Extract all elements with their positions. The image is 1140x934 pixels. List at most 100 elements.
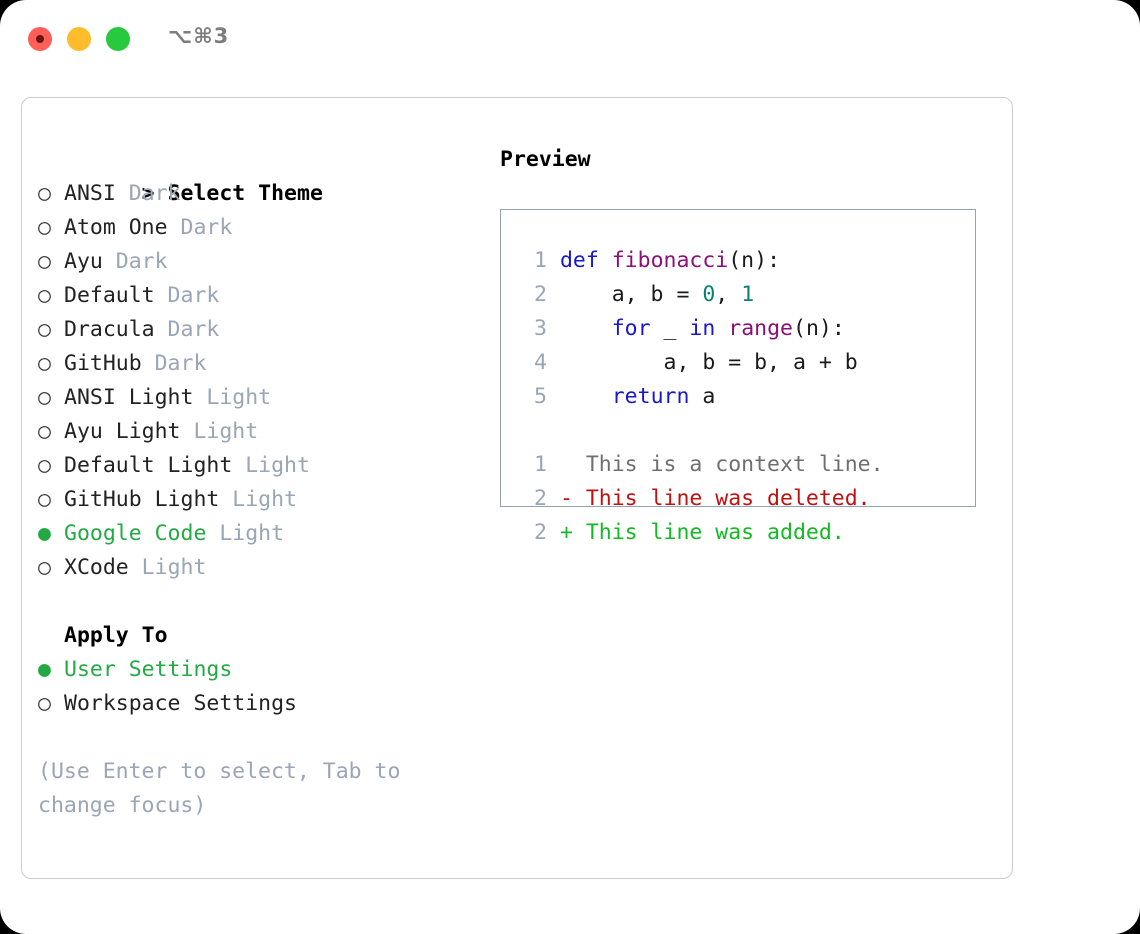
minimize-button[interactable] [67, 27, 91, 51]
theme-option-row[interactable]: ○ ANSI Dark [38, 177, 488, 211]
line-number-gap [547, 384, 560, 409]
apply-to-options-list: ● User Settings ○ Workspace Settings [38, 653, 488, 721]
theme-option-row[interactable]: ○ Atom One Dark [38, 211, 488, 245]
title-bar: ⌥⌘3 [0, 0, 1140, 78]
code-line: 2 a, b = 0, 1 [519, 278, 975, 312]
theme-option-kind: Dark [154, 283, 220, 308]
code-token: 0 [702, 282, 716, 307]
code-token: a [689, 384, 716, 409]
theme-option-kind: Dark [154, 317, 220, 342]
line-number-gap [547, 316, 560, 341]
radio-unselected-icon: ○ [38, 691, 51, 716]
code-token: (n): [728, 248, 781, 273]
theme-option-kind: Light [128, 555, 207, 580]
code-token: 1 [741, 282, 755, 307]
code-token: a, b = b, a + b [559, 350, 858, 375]
theme-option-kind: Light [180, 419, 259, 444]
apply-to-option-row[interactable]: ● User Settings [38, 653, 488, 687]
theme-picker-panel: >Select Theme ○ANSI Dark○Atom One Dark○A… [21, 97, 1013, 879]
diff-sample: 1 This is a context line.2 - This line w… [519, 448, 975, 550]
line-number: 5 [534, 384, 547, 409]
keyboard-shortcut-label: ⌥⌘3 [168, 24, 230, 48]
keyboard-hint-text: (Use Enter to select, Tab to change focu… [38, 759, 401, 818]
apply-to-option-row[interactable]: ○ Workspace Settings [38, 687, 488, 721]
radio-unselected-icon: ○ [38, 385, 51, 410]
code-line: 5 return a [519, 380, 975, 414]
theme-option-kind: Light [193, 385, 272, 410]
theme-option-row[interactable]: ○ Default Dark [38, 279, 488, 313]
theme-option-kind: Dark [115, 181, 181, 206]
code-line: 1 def fibonacci(n): [519, 244, 975, 278]
radio-unselected-icon: ○ [38, 249, 51, 274]
theme-option-row[interactable]: ●Google Code Light [38, 517, 488, 551]
line-number: 4 [534, 350, 547, 375]
radio-unselected-icon: ○ [38, 283, 51, 308]
theme-list-title: Select Theme [167, 181, 323, 206]
radio-unselected-icon: ○ [38, 487, 51, 512]
line-number: 1 [534, 248, 547, 273]
theme-option-label: XCode [64, 555, 129, 580]
diff-line: 2 + This line was added. [519, 516, 975, 550]
diff-line-text: This is a context line. [559, 452, 884, 477]
apply-to-option-label: Workspace Settings [64, 691, 297, 716]
theme-option-row[interactable]: ○ Default Light Light [38, 449, 488, 483]
theme-option-row[interactable]: ○Ayu Dark [38, 245, 488, 279]
code-token: a, b = [559, 282, 703, 307]
theme-option-kind: Light [232, 453, 310, 478]
preview-column: Preview 1 def fibonacci(n):2 a, b = 0, 1… [500, 143, 1000, 545]
theme-option-row[interactable]: ○ XCode Light [38, 551, 488, 585]
code-diff-spacer [519, 414, 975, 448]
diff-line-text: + This line was added. [559, 520, 845, 545]
line-number: 2 [534, 486, 547, 511]
theme-option-kind: Light [219, 487, 298, 512]
theme-option-kind: Dark [167, 215, 233, 240]
diff-line: 1 This is a context line. [519, 448, 975, 482]
line-number: 3 [534, 316, 547, 341]
radio-unselected-icon: ○ [38, 181, 51, 206]
preview-title: Preview [500, 147, 591, 172]
theme-option-row[interactable]: ○GitHub Light Light [38, 483, 488, 517]
code-token: _ [650, 316, 690, 341]
theme-option-row[interactable]: ○Dracula Dark [38, 313, 488, 347]
code-token: return [611, 384, 690, 409]
apply-to-option-label: User Settings [64, 657, 233, 682]
recording-indicator-icon [36, 35, 44, 43]
theme-option-kind: Light [206, 521, 285, 546]
code-token: , [715, 282, 742, 307]
theme-option-row[interactable]: ○ Ayu Light Light [38, 415, 488, 449]
theme-option-label: Ayu Light [64, 419, 181, 444]
theme-option-label: Atom One [64, 215, 168, 240]
theme-list-column: >Select Theme ○ANSI Dark○Atom One Dark○A… [38, 143, 488, 823]
theme-option-label: Default [64, 283, 155, 308]
theme-option-row[interactable]: ○ ANSI Light Light [38, 381, 488, 415]
line-number-gap [547, 452, 560, 477]
diff-line: 2 - This line was deleted. [519, 482, 975, 516]
radio-unselected-icon: ○ [38, 453, 51, 478]
line-number-gap [547, 350, 560, 375]
radio-unselected-icon: ○ [38, 215, 51, 240]
apply-to-title: Apply To [64, 623, 168, 648]
theme-option-label: Dracula [64, 317, 155, 342]
line-number-gap [547, 282, 560, 307]
theme-option-label: ANSI Light [64, 385, 194, 410]
radio-unselected-icon: ○ [38, 555, 51, 580]
code-token [560, 316, 612, 341]
code-line: 4 a, b = b, a + b [519, 346, 975, 380]
theme-option-row[interactable]: ○GitHub Dark [38, 347, 488, 381]
radio-selected-icon: ● [38, 657, 51, 682]
theme-option-label: Ayu [64, 249, 103, 274]
maximize-button[interactable] [106, 27, 130, 51]
code-token: range [728, 316, 793, 341]
theme-option-label: ANSI [64, 181, 116, 206]
radio-unselected-icon: ○ [38, 419, 51, 444]
line-number-gap [547, 520, 560, 545]
line-number-gap [547, 486, 560, 511]
theme-option-label: Default Light [64, 453, 233, 478]
list-spacer [38, 585, 488, 619]
radio-unselected-icon: ○ [38, 351, 51, 376]
line-number: 1 [534, 452, 547, 477]
code-token: def [559, 248, 612, 273]
